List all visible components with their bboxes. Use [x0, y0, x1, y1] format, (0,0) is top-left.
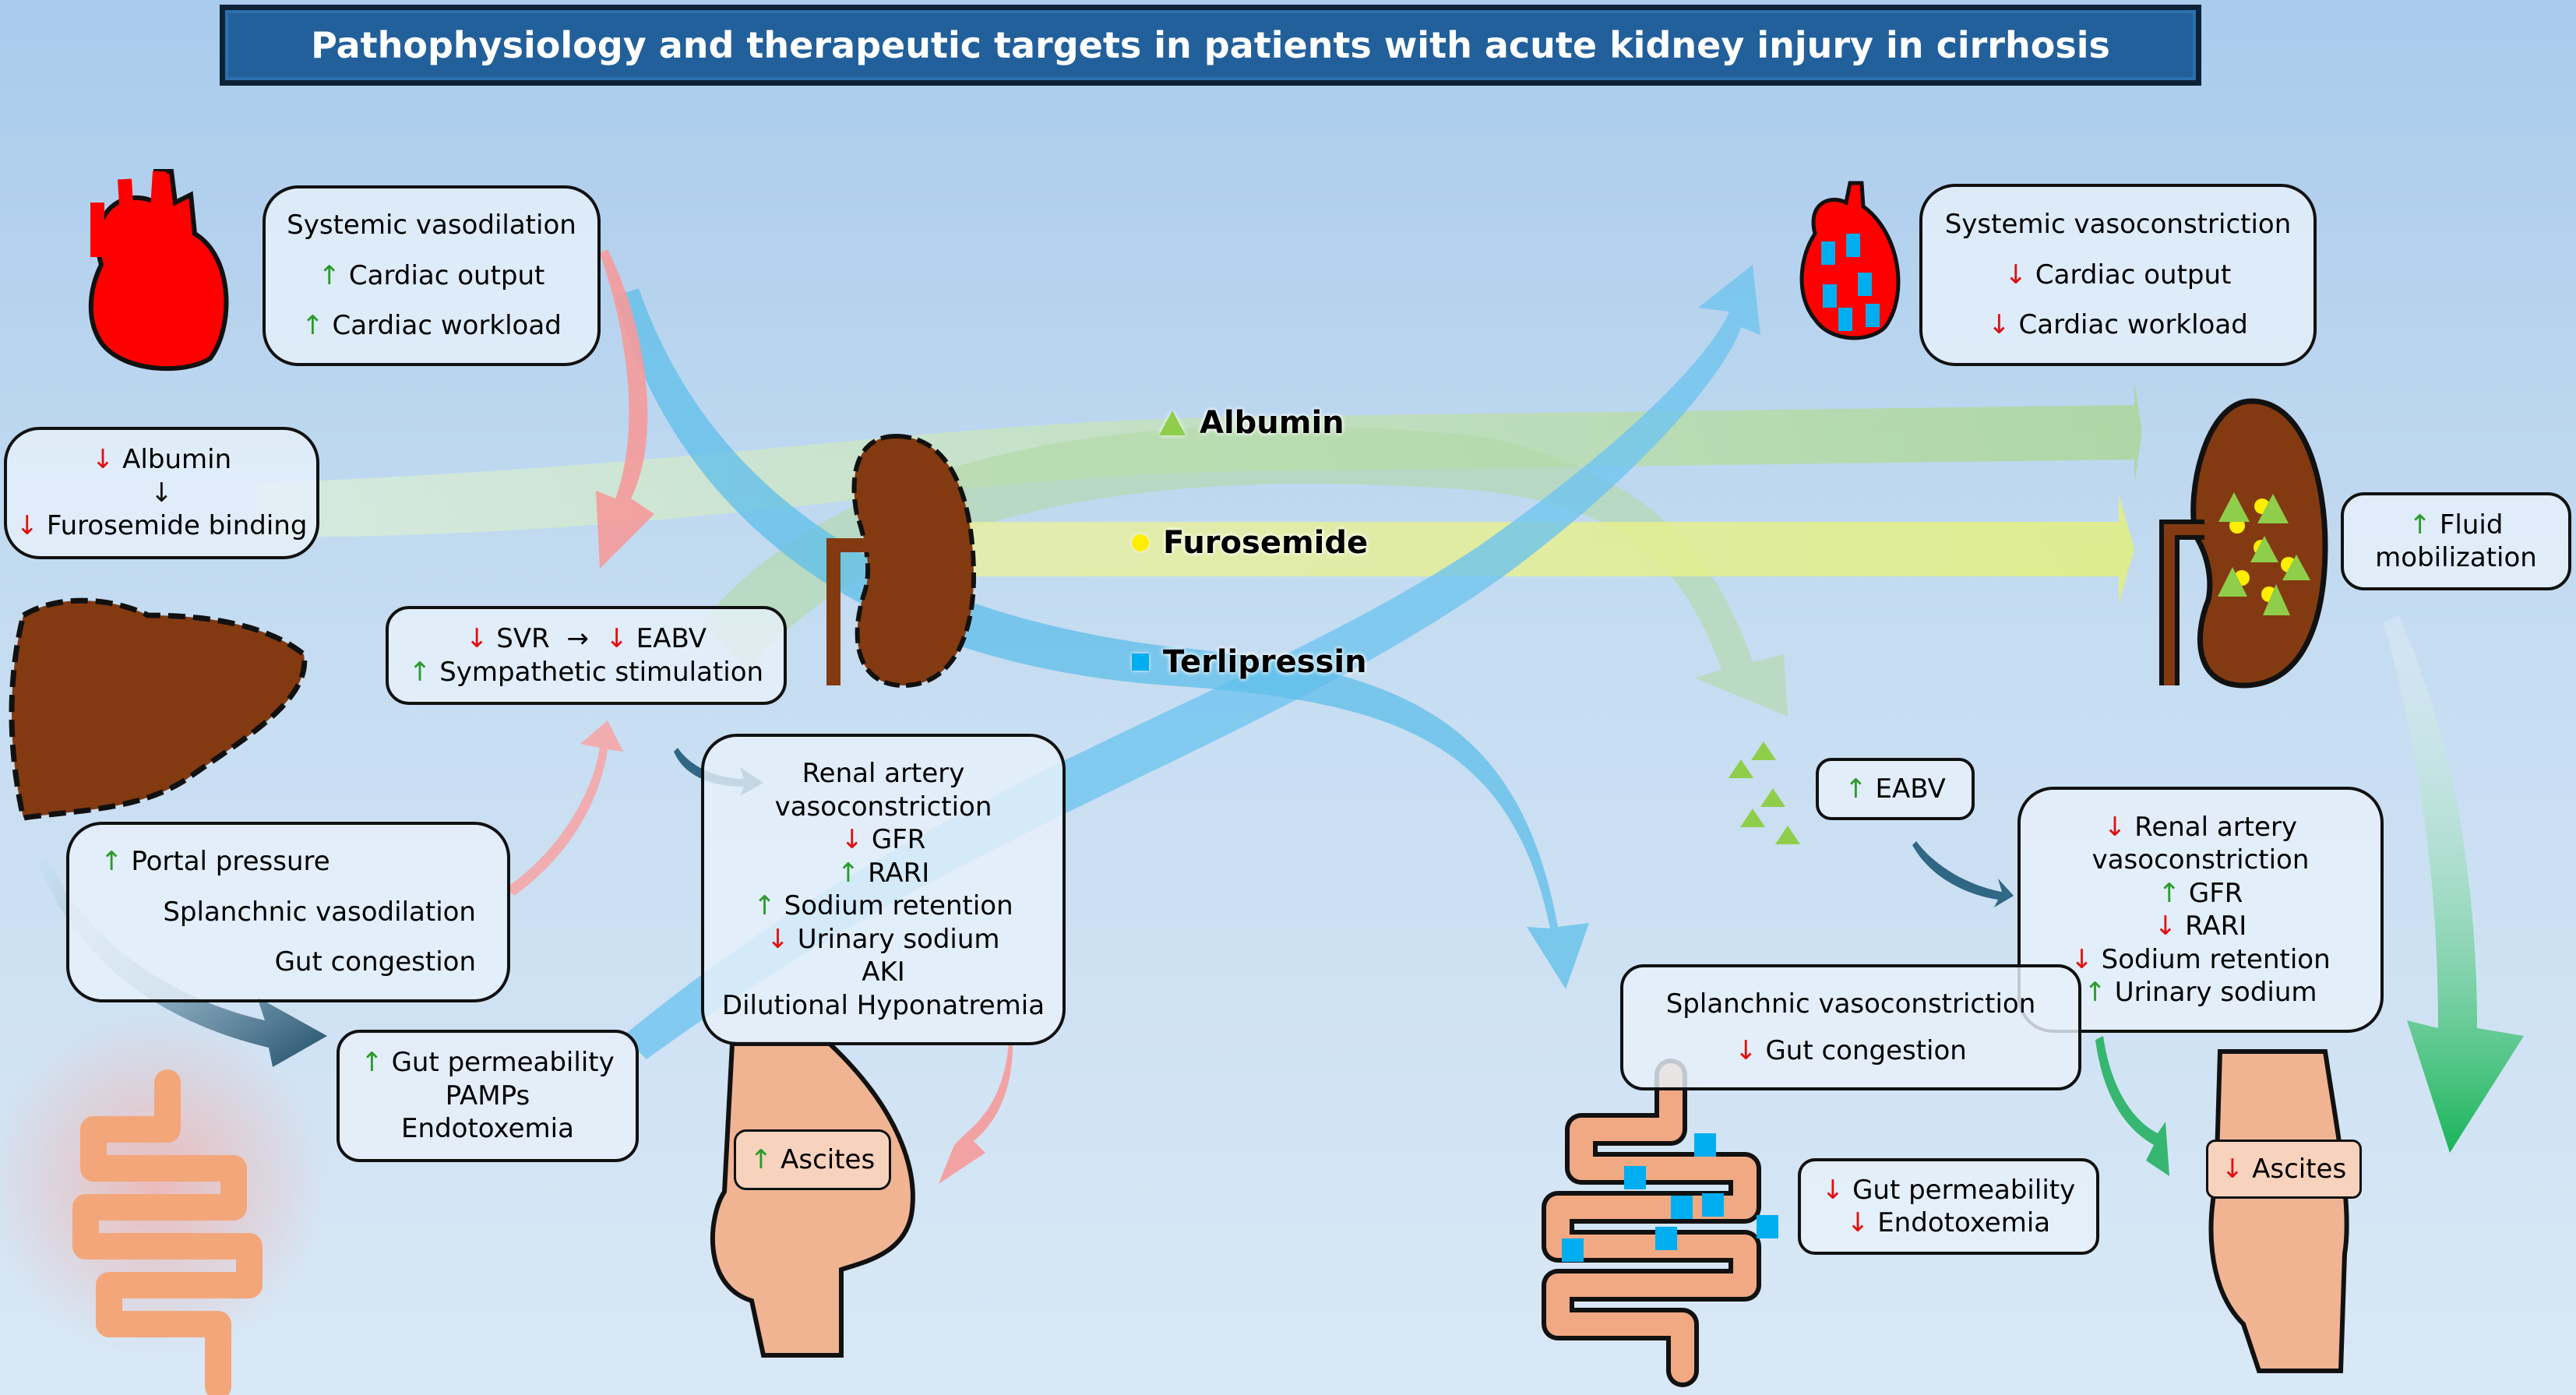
up-arrow-icon: ↑: [2158, 877, 2181, 909]
kidney-illustration-right: [2159, 398, 2328, 689]
up-arrow-icon: ↑: [408, 656, 432, 688]
systemic-vasodilation-box: Systemic vasodilation ↑ Cardiac output ↑…: [263, 185, 601, 366]
drug-label-albumin: Albumin: [1159, 405, 1344, 441]
box-line: Renal artery: [802, 758, 965, 789]
down-arrow-icon: ↓: [766, 923, 789, 955]
down-arrow-icon: ↓: [2070, 943, 2093, 975]
down-arrow-icon: ↓: [2103, 811, 2127, 843]
up-arrow-icon: ↑: [753, 890, 776, 921]
terlipressin-flow-arrow-gut: [615, 288, 1589, 989]
down-arrow-icon: ↓: [150, 477, 173, 509]
down-arrow-icon: ↓: [1821, 1174, 1845, 1206]
box-line: Endotoxemia: [401, 1113, 574, 1145]
down-arrow-icon: ↓: [2154, 911, 2177, 942]
box-line: Gut congestion: [274, 946, 476, 978]
eabv-box-right: ↑ EABV: [1816, 758, 1975, 820]
down-arrow-icon: ↓: [840, 824, 864, 855]
furosemide-flow-arrow: [966, 495, 2134, 604]
up-arrow-icon: ↑: [2409, 509, 2432, 541]
pink-arrow-to-ascites: [939, 1044, 1013, 1184]
box-line: Systemic vasodilation: [287, 210, 576, 241]
up-arrow-icon: ↑: [749, 1143, 773, 1175]
gut-glow: [0, 1013, 327, 1355]
diagram-title: Pathophysiology and therapeutic targets …: [220, 5, 2201, 86]
albumin-triangles-scatter: [1728, 742, 1800, 844]
heart-illustration-left: [88, 169, 229, 372]
liver-illustration: [9, 597, 308, 821]
up-arrow-icon: ↑: [361, 1047, 383, 1079]
pink-arrow-heart-to-svr: [596, 249, 654, 569]
box-line: vasoconstriction: [2091, 844, 2310, 875]
box-line: AKI: [862, 956, 905, 988]
box-line: Systemic vasoconstriction: [1944, 209, 2292, 241]
up-arrow-icon: ↑: [1845, 773, 1867, 805]
box-line: Splanchnic vasoconstriction: [1665, 988, 2036, 1020]
down-arrow-icon: ↓: [2004, 259, 2028, 291]
dark-arrow-portal-to-gut: [39, 857, 327, 1067]
box-line: Splanchnic vasodilation: [163, 896, 476, 928]
albumin-furosemide-binding-box: ↓ Albumin ↓ ↓ Furosemide binding: [4, 427, 319, 559]
gut-illustration-left: [72, 1069, 263, 1395]
down-arrow-icon: ↓: [605, 623, 628, 654]
dark-arrow-eabv-to-renal: [1912, 841, 2014, 907]
up-arrow-icon: ↑: [301, 310, 324, 342]
drug-label-furosemide: Furosemide: [1132, 525, 1368, 561]
splanchnic-vasoconstriction-box: Splanchnic vasoconstriction ↓ Gut conges…: [1620, 964, 2081, 1090]
gut-illustration-right: [1542, 1059, 1778, 1387]
down-arrow-icon: ↓: [91, 444, 115, 476]
up-arrow-icon: ↑: [100, 846, 123, 878]
portal-pressure-box: ↑ Portal pressure Splanchnic vasodilatio…: [66, 822, 510, 1002]
down-arrow-icon: ↓: [16, 510, 39, 542]
albumin-eabv-arrow: [701, 425, 1788, 717]
down-arrow-icon: ↓: [1735, 1035, 1757, 1066]
gut-permeability-box: ↑ Gut permeability PAMPs Endotoxemia: [337, 1030, 639, 1162]
box-line: mobilization: [2375, 542, 2537, 573]
box-line: PAMPs: [445, 1080, 530, 1111]
pink-arrow-portal-to-svr: [506, 720, 623, 896]
body-illustration-left: [710, 1041, 915, 1358]
fluid-mobilization-box: ↑ Fluid mobilization: [2341, 492, 2571, 590]
ascites-label-right: ↓ Ascites: [2206, 1140, 2362, 1199]
square-icon: [1132, 653, 1149, 671]
circle-icon: [1132, 534, 1149, 551]
up-arrow-icon: ↑: [837, 857, 860, 889]
down-arrow-icon: ↓: [1988, 309, 2010, 341]
up-arrow-icon: ↑: [318, 259, 341, 291]
green-arrow-renal-to-ascites: [2095, 1036, 2169, 1176]
triangle-icon: [1159, 410, 1186, 435]
box-line: vasoconstriction: [774, 791, 992, 823]
box-line: Dilutional Hyponatremia: [721, 989, 1045, 1021]
body-illustration-right: [2208, 1049, 2349, 1373]
ascites-label-left: ↑ Ascites: [734, 1129, 891, 1190]
heart-illustration-right: [1799, 181, 1901, 340]
green-arrow-fluid-to-ascites: [2384, 615, 2524, 1153]
svr-eabv-box: ↓ SVR → ↓ EABV ↑ Sympathetic stimulation: [386, 606, 787, 705]
renal-artery-vasoconstriction-box-left: Renal artery vasoconstriction ↓ GFR ↑ RA…: [701, 734, 1066, 1045]
gut-permeability-box-right: ↓ Gut permeability ↓ Endotoxemia: [1798, 1158, 2099, 1255]
down-arrow-icon: ↓: [2221, 1153, 2244, 1185]
drug-label-terlipressin: Terlipressin: [1132, 644, 1367, 680]
systemic-vasoconstriction-box: Systemic vasoconstriction ↓ Cardiac outp…: [1919, 184, 2317, 366]
down-arrow-icon: ↓: [1846, 1207, 1869, 1238]
down-arrow-icon: ↓: [465, 623, 488, 654]
up-arrow-icon: ↑: [2084, 977, 2106, 1008]
kidney-illustration-left: [826, 433, 977, 689]
right-arrow-icon: →: [566, 623, 589, 654]
